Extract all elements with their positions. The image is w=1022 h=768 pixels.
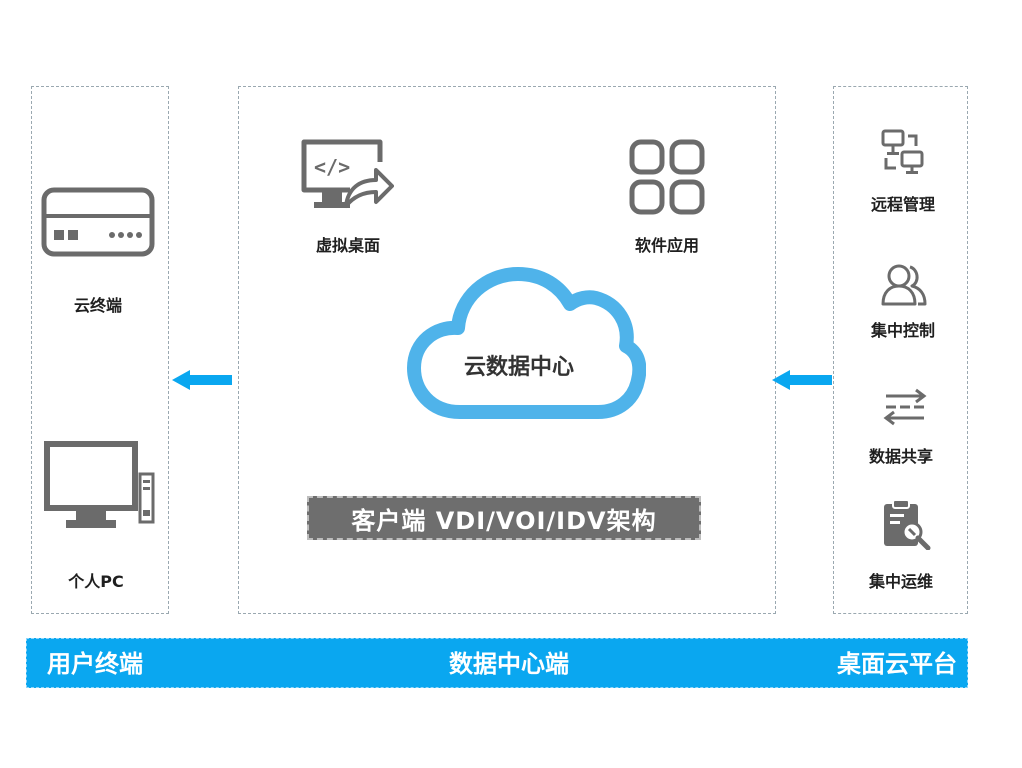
architecture-bar: 客户端 VDI/VOI/IDV架构 — [307, 496, 701, 540]
centralized-control-label: 集中控制 — [870, 321, 936, 340]
remote-management-label: 远程管理 — [870, 195, 936, 214]
left-flow-arrow — [172, 370, 232, 390]
software-app-label: 软件应用 — [634, 236, 700, 255]
data-center-panel — [238, 86, 776, 614]
transfer-arrows-icon — [883, 388, 927, 426]
svg-text:</>: </> — [314, 155, 350, 179]
thin-client-icon — [41, 187, 155, 257]
desktop-cloud-platform-panel — [833, 86, 968, 614]
layer-bar: 用户终端 数据中心端 桌面云平台 — [26, 638, 968, 688]
maintenance-clipboard-icon — [884, 499, 931, 550]
virtual-desktop-label: 虚拟桌面 — [315, 236, 381, 255]
virtual-desktop-icon: </> — [301, 139, 394, 208]
cloud-icon — [407, 267, 646, 419]
personal-pc-label: 个人PC — [68, 572, 124, 591]
remote-management-icon — [881, 129, 924, 174]
bar-data-center: 数据中心端 — [449, 650, 569, 678]
bar-user-terminal: 用户终端 — [47, 650, 143, 678]
right-flow-arrow — [772, 370, 832, 390]
thin-client-label: 云终端 — [73, 296, 123, 315]
user-terminal-panel — [31, 86, 169, 614]
data-sharing-label: 数据共享 — [868, 447, 934, 466]
users-icon — [881, 264, 927, 306]
bar-cloud-platform: 桌面云平台 — [837, 650, 957, 678]
centralized-ops-label: 集中运维 — [868, 572, 934, 591]
app-grid-icon — [629, 139, 705, 215]
desktop-pc-icon — [44, 441, 155, 528]
cloud-data-center-label: 云数据中心 — [463, 355, 575, 380]
